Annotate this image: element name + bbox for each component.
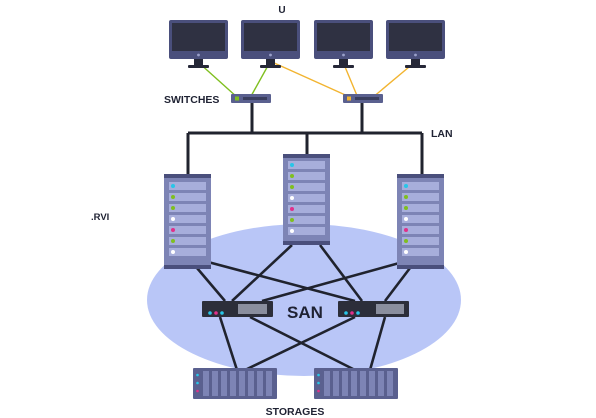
servers-label: .RVI <box>91 212 109 223</box>
user-cables <box>197 61 416 99</box>
network-switch-icon <box>343 94 383 103</box>
lan-label: LAN <box>431 128 453 140</box>
storage-array-icon <box>314 368 398 399</box>
storage-array-icon <box>193 368 277 399</box>
server-rack-icon <box>164 174 211 269</box>
san-label: SAN <box>287 303 323 322</box>
san-switch-icon <box>202 301 273 317</box>
monitor-icon <box>314 20 373 68</box>
san-switch-icon <box>338 301 409 317</box>
monitor-icon <box>169 20 228 68</box>
monitor-icon <box>386 20 445 68</box>
switches-label: SWITCHES <box>164 94 219 106</box>
storages-label: STORAGES <box>266 406 325 418</box>
users-label: U <box>278 5 285 16</box>
server-rack-icon <box>397 174 444 269</box>
san-cables <box>196 244 412 372</box>
monitor-icon <box>241 20 300 68</box>
network-switch-icon <box>231 94 271 103</box>
server-rack-icon <box>283 154 330 245</box>
lan-cables <box>186 103 424 174</box>
